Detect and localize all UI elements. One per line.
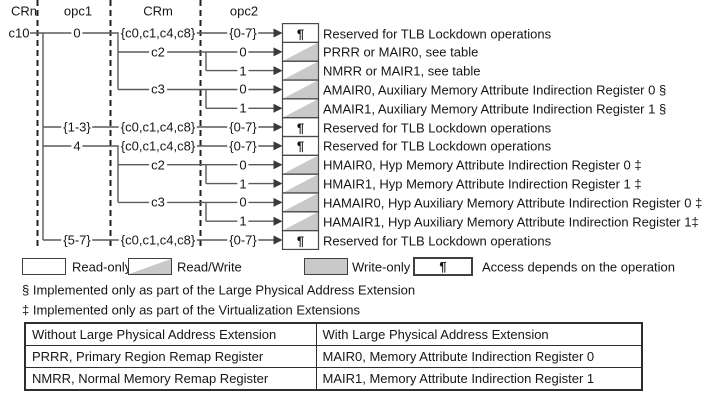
register-description: AMAIR1, Auxiliary Memory Attribute Indir… <box>323 101 667 117</box>
column-header-opc1: opc1 <box>63 3 93 19</box>
read-write-fill <box>282 61 319 81</box>
legend-write-only-box <box>304 258 348 275</box>
opc1-value: 4 <box>71 138 83 154</box>
opc1-value: {5-7} <box>61 232 93 248</box>
crm-value: c3 <box>149 194 167 210</box>
legend-write-only-label: Write-only <box>352 259 411 275</box>
opc2-value: 1 <box>237 100 249 116</box>
table-cell-mair1: MAIR1, Memory Attribute Indirection Regi… <box>315 367 643 391</box>
arrow-right-icon <box>273 84 283 94</box>
opc2-value: 1 <box>237 176 249 192</box>
legend-read-write-label: Read/Write <box>177 259 242 275</box>
table-cell-nmrr: NMRR, Normal Memory Remap Register <box>24 367 317 391</box>
register-description: HAMAIR0, Hyp Auxiliary Memory Attribute … <box>323 195 703 211</box>
arrow-right-icon <box>273 160 283 170</box>
crm-value: c3 <box>149 81 167 97</box>
register-description: HMAIR1, Hyp Memory Attribute Indirection… <box>323 176 642 192</box>
register-description: HMAIR0, Hyp Memory Attribute Indirection… <box>323 157 642 173</box>
opc1-value: {1-3} <box>61 119 93 135</box>
footnote-virtualization: ‡ Implemented only as part of the Virtua… <box>22 302 360 318</box>
register-description: NMRR or MAIR1, see table <box>323 63 481 79</box>
table-header-without-lpae: Without Large Physical Address Extension <box>24 322 317 346</box>
access-depends-symbol: ¶ <box>296 120 305 136</box>
arrow-right-icon <box>273 122 283 132</box>
arrow-right-icon <box>273 103 283 113</box>
read-write-fill <box>282 42 319 62</box>
access-depends-symbol: ¶ <box>296 26 305 41</box>
table-row: NMRR, Normal Memory Remap Register MAIR1… <box>24 367 643 391</box>
access-depends-symbol: ¶ <box>296 233 305 249</box>
opc2-value: {0-7} <box>227 119 259 135</box>
legend-pilcrow-symbol: ¶ <box>439 259 447 274</box>
arrow-right-icon <box>273 235 283 245</box>
table-cell-prrr: PRRR, Primary Region Remap Register <box>24 345 317 368</box>
root-register-crn-value: c10 <box>8 25 30 41</box>
register-description: Reserved for TLB Lockdown operations <box>323 233 552 249</box>
opc1-value: 0 <box>71 25 83 41</box>
crm-value: {c0,c1,c4,c8} <box>118 119 198 135</box>
arrow-right-icon <box>273 28 283 38</box>
table-cell-mair0: MAIR0, Memory Attribute Indirection Regi… <box>315 345 643 368</box>
crm-value: {c0,c1,c4,c8} <box>118 138 198 154</box>
arrow-right-icon <box>273 141 283 151</box>
column-header-crm: CRm <box>143 3 173 19</box>
crm-value: {c0,c1,c4,c8} <box>118 25 198 41</box>
table-header-row: Without Large Physical Address Extension… <box>24 322 643 346</box>
footnote-lpae: § Implemented only as part of the Large … <box>22 282 416 298</box>
register-description: Reserved for TLB Lockdown operations <box>323 26 552 41</box>
crm-value: c2 <box>149 44 167 60</box>
column-header-crn: CRn <box>10 3 38 19</box>
legend-access-depends-label: Access depends on the operation <box>482 259 675 275</box>
opc2-value: {0-7} <box>227 25 259 41</box>
read-write-fill <box>282 155 319 175</box>
table-row: PRRR, Primary Region Remap Register MAIR… <box>24 345 643 368</box>
opc2-value: {0-7} <box>227 138 259 154</box>
read-write-fill <box>282 98 319 118</box>
opc2-value: 1 <box>237 213 249 229</box>
arrow-right-icon <box>273 66 283 76</box>
opc2-value: 0 <box>237 44 249 60</box>
read-write-fill <box>282 80 319 99</box>
register-description: PRRR or MAIR0, see table <box>323 44 479 60</box>
read-write-fill <box>282 192 319 212</box>
column-header-opc2: opc2 <box>229 3 259 19</box>
legend-read-only-label: Read-only <box>72 259 132 275</box>
opc2-value: 0 <box>237 81 249 97</box>
opc2-value: 0 <box>237 194 249 210</box>
crm-value: {c0,c1,c4,c8} <box>118 232 198 248</box>
register-description: AMAIR0, Auxiliary Memory Attribute Indir… <box>323 82 667 98</box>
arrow-right-icon <box>273 179 283 189</box>
read-write-fill <box>282 211 319 231</box>
register-description: HAMAIR1, Hyp Auxiliary Memory Attribute … <box>323 214 699 230</box>
table-header-with-lpae: With Large Physical Address Extension <box>315 322 643 346</box>
read-write-fill <box>282 174 319 193</box>
crm-value: c2 <box>149 157 167 173</box>
arrow-right-icon <box>273 216 283 226</box>
remap-register-table: Without Large Physical Address Extension… <box>24 322 643 391</box>
legend-read-write-box <box>128 258 172 275</box>
tree-connectors <box>30 0 320 251</box>
register-description: Reserved for TLB Lockdown operations <box>323 120 552 136</box>
opc2-value: 1 <box>237 63 249 79</box>
access-depends-symbol: ¶ <box>296 138 305 154</box>
opc2-value: {0-7} <box>227 232 259 248</box>
legend-access-depends-box: ¶ <box>413 257 473 276</box>
register-description: Reserved for TLB Lockdown operations <box>323 138 552 154</box>
arrow-right-icon <box>273 47 283 57</box>
opc2-value: 0 <box>237 157 249 173</box>
legend-read-only-box <box>22 258 66 275</box>
arrow-right-icon <box>273 197 283 207</box>
